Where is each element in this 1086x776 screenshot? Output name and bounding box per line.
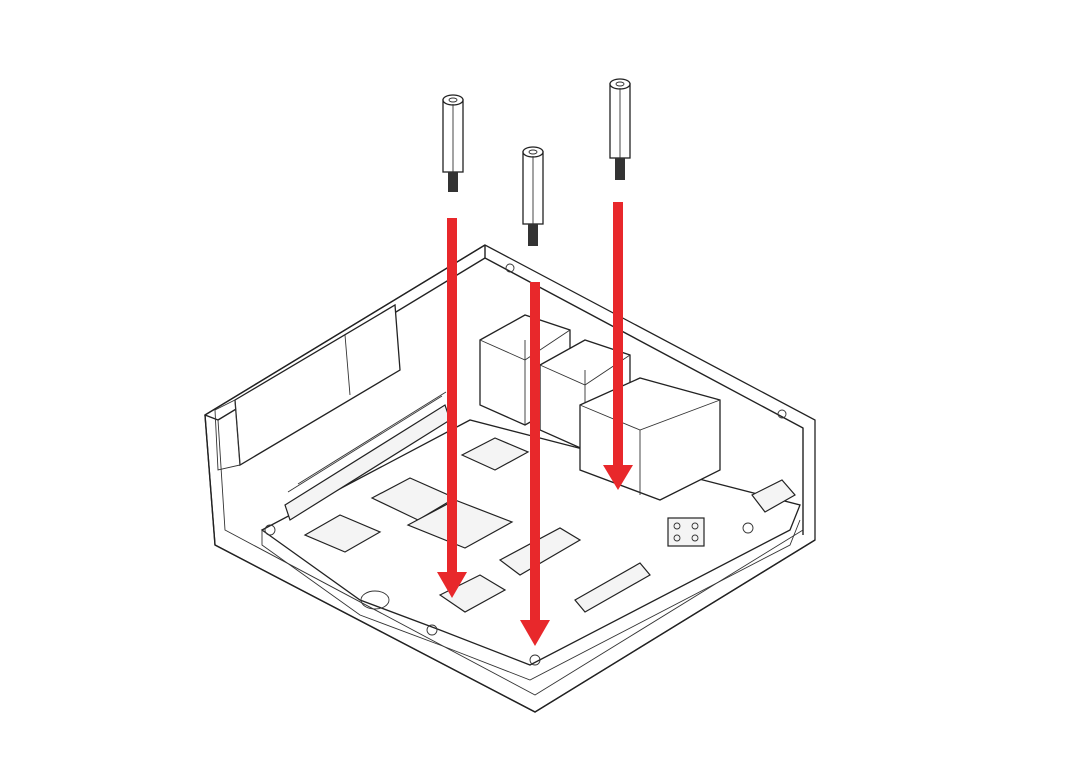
arrow-down-icon [437, 218, 467, 598]
standoff-2 [522, 146, 544, 246]
arrow-down-icon [520, 282, 550, 646]
side-card [214, 303, 401, 471]
hdmi-port [438, 574, 507, 613]
standoff-3 [609, 78, 631, 180]
chip-emmc [303, 514, 382, 553]
standoff-1 [442, 94, 464, 192]
power-button [360, 590, 390, 610]
pin-header-small [667, 517, 705, 547]
arrow-down-icon [603, 202, 633, 490]
chip-ram [406, 499, 514, 549]
chip-small [460, 437, 530, 471]
chip-bar [574, 562, 651, 613]
usb-c-port [751, 479, 796, 513]
